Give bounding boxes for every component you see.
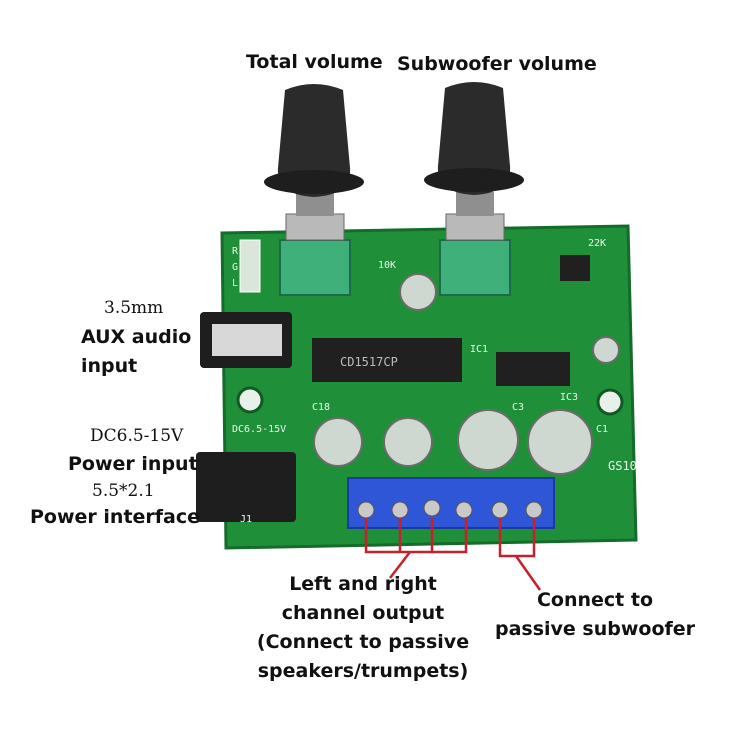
main-chip: [312, 338, 462, 382]
capacitor: [527, 409, 593, 475]
ic3-chip: [496, 352, 570, 386]
sub-output-line: passive subwoofer: [494, 618, 696, 640]
subwoofer-volume-knob-icon[interactable]: [437, 82, 511, 195]
pot-shaft: [456, 192, 494, 216]
power-input-label: Power input: [68, 453, 198, 475]
aux-jack-contacts: [212, 324, 282, 356]
silk-r: R: [232, 246, 239, 257]
silk-l: L: [232, 278, 238, 289]
sub-output-line: Connect to: [536, 589, 654, 611]
subwoofer-volume-label: Subwoofer volume: [397, 53, 597, 75]
aux-label-line2: input: [81, 355, 138, 377]
power-interface-label: Power interface: [30, 506, 201, 528]
capacitor: [399, 273, 437, 311]
silk-j1: J1: [240, 514, 252, 525]
dc-range-label: DC6.5-15V: [90, 426, 184, 446]
capacitor: [592, 336, 620, 364]
mounting-hole: [596, 388, 624, 416]
lr-output-label: Left and right channel output (Connect t…: [248, 570, 478, 686]
sub-output-label: Connect to passive subwoofer: [490, 586, 700, 644]
silk-c3: C3: [512, 402, 524, 413]
silk-dc: DC6.5-15V: [232, 424, 286, 435]
terminal-screw-icon[interactable]: [491, 501, 509, 519]
terminal-screw-icon[interactable]: [525, 501, 543, 519]
aux-size-label: 3.5mm: [104, 298, 164, 318]
silk-c1: C1: [596, 424, 608, 435]
capacitor: [383, 417, 433, 467]
silk-ic3: IC3: [560, 392, 578, 403]
mounting-hole: [236, 386, 264, 414]
silk-10k: 10K: [378, 260, 396, 271]
jack-size-label: 5.5*2.1: [92, 481, 155, 501]
chip-main-label: CD1517CP: [340, 355, 398, 369]
capacitor: [457, 409, 519, 471]
silk-c18: C18: [312, 402, 330, 413]
pot-nut: [445, 213, 505, 241]
total-volume-knob-skirt: [264, 170, 364, 194]
pot-nut: [285, 213, 345, 241]
dc-jack-icon[interactable]: [196, 452, 296, 522]
capacitor: [313, 417, 363, 467]
callout-lines: [364, 518, 542, 591]
terminal-screw-icon[interactable]: [455, 501, 473, 519]
silk-g: G: [232, 262, 238, 273]
aux-label-line1: AUX audio: [81, 326, 192, 348]
subwoofer-volume-pot-body: [439, 239, 511, 296]
silk-board-id: GS10: [608, 459, 637, 473]
lr-output-line: channel output: [281, 602, 445, 624]
total-volume-label: Total volume: [246, 51, 383, 73]
terminal-screw-icon[interactable]: [357, 501, 375, 519]
small-chip: [560, 255, 590, 281]
terminal-block: [347, 477, 555, 529]
lr-output-line: Left and right: [289, 573, 437, 595]
lr-output-line: (Connect to passive: [256, 631, 470, 653]
terminal-screw-icon[interactable]: [391, 501, 409, 519]
subwoofer-volume-knob-skirt: [424, 168, 524, 192]
total-volume-knob-icon[interactable]: [277, 84, 351, 197]
rgl-header: [239, 239, 261, 293]
terminal-screw-icon[interactable]: [423, 499, 441, 517]
lr-output-line: speakers/trumpets): [257, 660, 469, 682]
silk-22k: 22K: [588, 238, 606, 249]
silk-ic1: IC1: [470, 344, 488, 355]
total-volume-pot-body: [279, 239, 351, 296]
